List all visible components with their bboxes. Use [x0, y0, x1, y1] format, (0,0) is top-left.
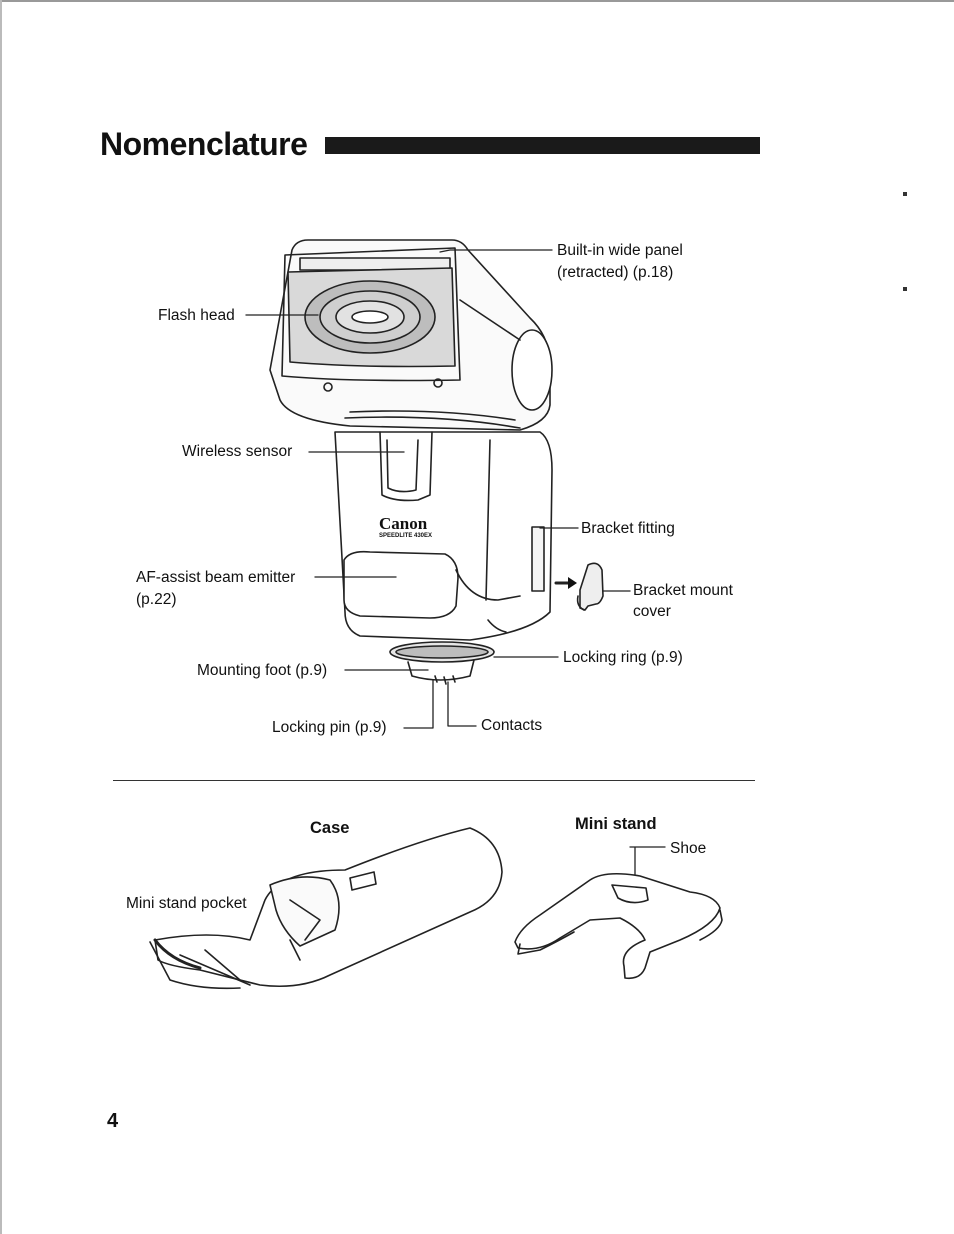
- flash-head-drawing: [269, 239, 553, 431]
- section-divider: [113, 780, 755, 781]
- title-bar: [325, 137, 760, 154]
- case-drawing: [149, 827, 503, 990]
- mounting-foot-drawing: [389, 641, 495, 685]
- page-number: 4: [107, 1110, 119, 1132]
- heading-mini-stand: Mini stand: [575, 815, 657, 833]
- label-bracket-mount-cover: cover: [633, 603, 671, 620]
- label-flash-head: Flash head: [158, 307, 235, 324]
- label-bracket-mount: Bracket mount: [633, 582, 733, 599]
- label-mounting-foot: Mounting foot (p.9): [197, 662, 328, 679]
- mini-stand-drawing: [514, 872, 723, 980]
- page-title: Nomenclature: [100, 126, 308, 162]
- label-locking-ring: Locking ring (p.9): [563, 649, 683, 666]
- label-af-assist: AF-assist beam emitter: [136, 569, 296, 586]
- bracket-mount-cover-drawing: [576, 562, 604, 611]
- label-shoe: Shoe: [670, 840, 707, 857]
- speck: [903, 287, 907, 291]
- label-wide-panel-ref: (retracted) (p.18): [557, 264, 674, 281]
- brand-logo: Canon: [379, 514, 428, 533]
- label-bracket-fitting: Bracket fitting: [581, 520, 675, 537]
- page-top-edge: [0, 0, 954, 2]
- page-left-edge: [0, 0, 2, 1234]
- label-wide-panel: Built-in wide panel: [557, 242, 683, 259]
- speck: [903, 192, 907, 196]
- label-wireless-sensor: Wireless sensor: [182, 443, 293, 460]
- flash-body-drawing: [334, 431, 553, 641]
- heading-case: Case: [310, 819, 350, 837]
- label-locking-pin: Locking pin (p.9): [272, 719, 387, 736]
- model-name: SPEEDLITE 430EX: [379, 533, 433, 539]
- label-af-assist-ref: (p.22): [136, 591, 177, 608]
- label-contacts: Contacts: [481, 717, 543, 734]
- label-mini-stand-pocket: Mini stand pocket: [126, 895, 247, 912]
